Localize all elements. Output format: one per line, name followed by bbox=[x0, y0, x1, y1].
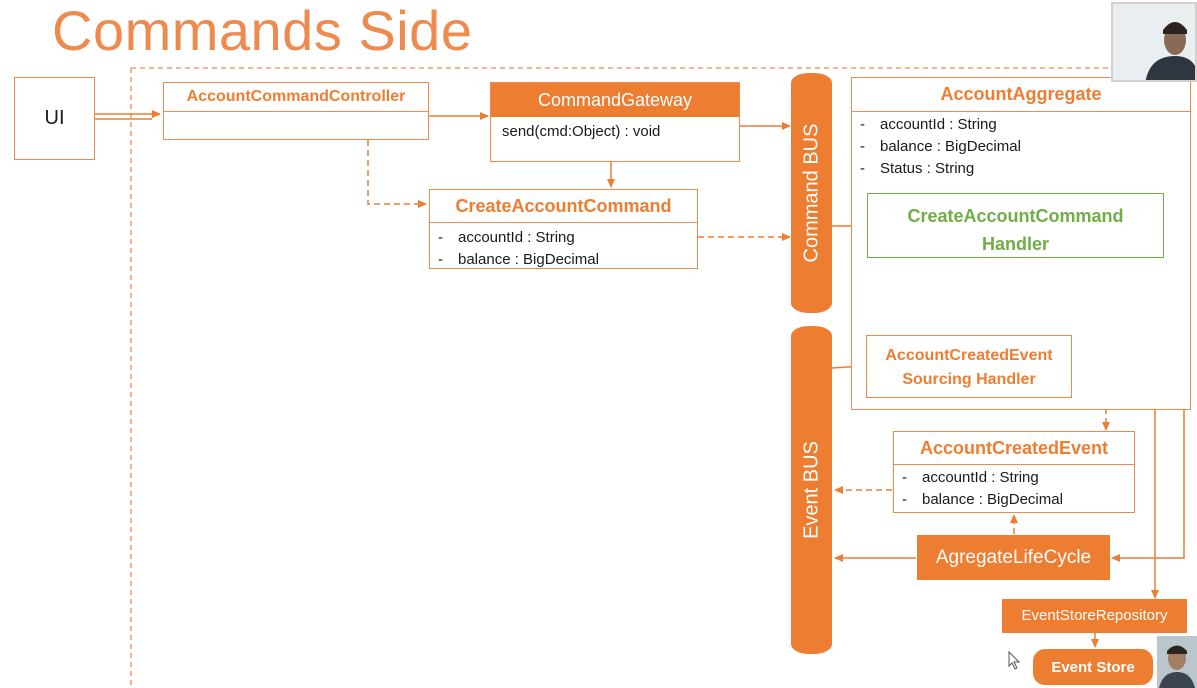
mouse-cursor-icon bbox=[1008, 650, 1021, 670]
command-bus-label: Command BUS bbox=[800, 123, 822, 263]
gateway-method: send(cmd:Object) : void bbox=[502, 123, 661, 140]
account-created-event: AccountCreatedEvent -accountId : String … bbox=[893, 431, 1135, 513]
attr-row: -Status : String bbox=[860, 160, 975, 177]
aggregate-lifecycle: AgregateLifeCycle bbox=[917, 535, 1110, 580]
frame-border bbox=[130, 67, 1197, 688]
account-command-controller: AccountCommandController bbox=[163, 82, 429, 140]
attr-row: -accountId : String bbox=[902, 469, 1039, 486]
sourcing-handler-line1: AccountCreatedEvent bbox=[885, 347, 1053, 364]
created-event-title: AccountCreatedEvent bbox=[894, 432, 1134, 465]
event-store-label: Event Store bbox=[1051, 659, 1135, 676]
sourcing-handler-line2: Sourcing Handler bbox=[902, 371, 1036, 388]
person-icon bbox=[1157, 636, 1197, 688]
command-bus: Command BUS bbox=[791, 73, 832, 313]
event-store-repository: EventStoreRepository bbox=[1002, 599, 1187, 633]
aggregate-title: AccountAggregate bbox=[852, 78, 1190, 112]
presenter-webcam-small bbox=[1157, 636, 1197, 688]
event-bus-label: Event BUS bbox=[800, 441, 822, 539]
command-gateway: CommandGateway send(cmd:Object) : void bbox=[490, 82, 740, 162]
command-handler-line1: CreateAccountCommand bbox=[907, 206, 1124, 226]
presenter-webcam bbox=[1111, 2, 1197, 82]
slide-title: Commands Side bbox=[52, 0, 473, 62]
event-sourcing-handler: AccountCreatedEvent Sourcing Handler bbox=[866, 335, 1072, 398]
ui-box-label: UI bbox=[44, 107, 65, 129]
attr-row: -balance : BigDecimal bbox=[902, 491, 1063, 508]
controller-to-command-arrow bbox=[367, 140, 427, 208]
controller-title: AccountCommandController bbox=[164, 83, 428, 112]
create-account-command: CreateAccountCommand -accountId : String… bbox=[429, 189, 698, 269]
create-command-title: CreateAccountCommand bbox=[430, 190, 697, 223]
attr-row: -balance : BigDecimal bbox=[860, 138, 1021, 155]
event-store: Event Store bbox=[1033, 649, 1153, 685]
event-bus: Event BUS bbox=[791, 326, 832, 654]
create-account-command-handler: CreateAccountCommand Handler bbox=[867, 193, 1164, 258]
gateway-title: CommandGateway bbox=[491, 83, 739, 117]
ui-box: UI bbox=[14, 77, 95, 160]
command-handler-line2: Handler bbox=[981, 234, 1050, 254]
attr-row: -accountId : String bbox=[860, 116, 997, 133]
attr-row: -accountId : String bbox=[438, 229, 575, 246]
attr-row: -balance : BigDecimal bbox=[438, 251, 599, 268]
person-icon bbox=[1113, 4, 1195, 80]
